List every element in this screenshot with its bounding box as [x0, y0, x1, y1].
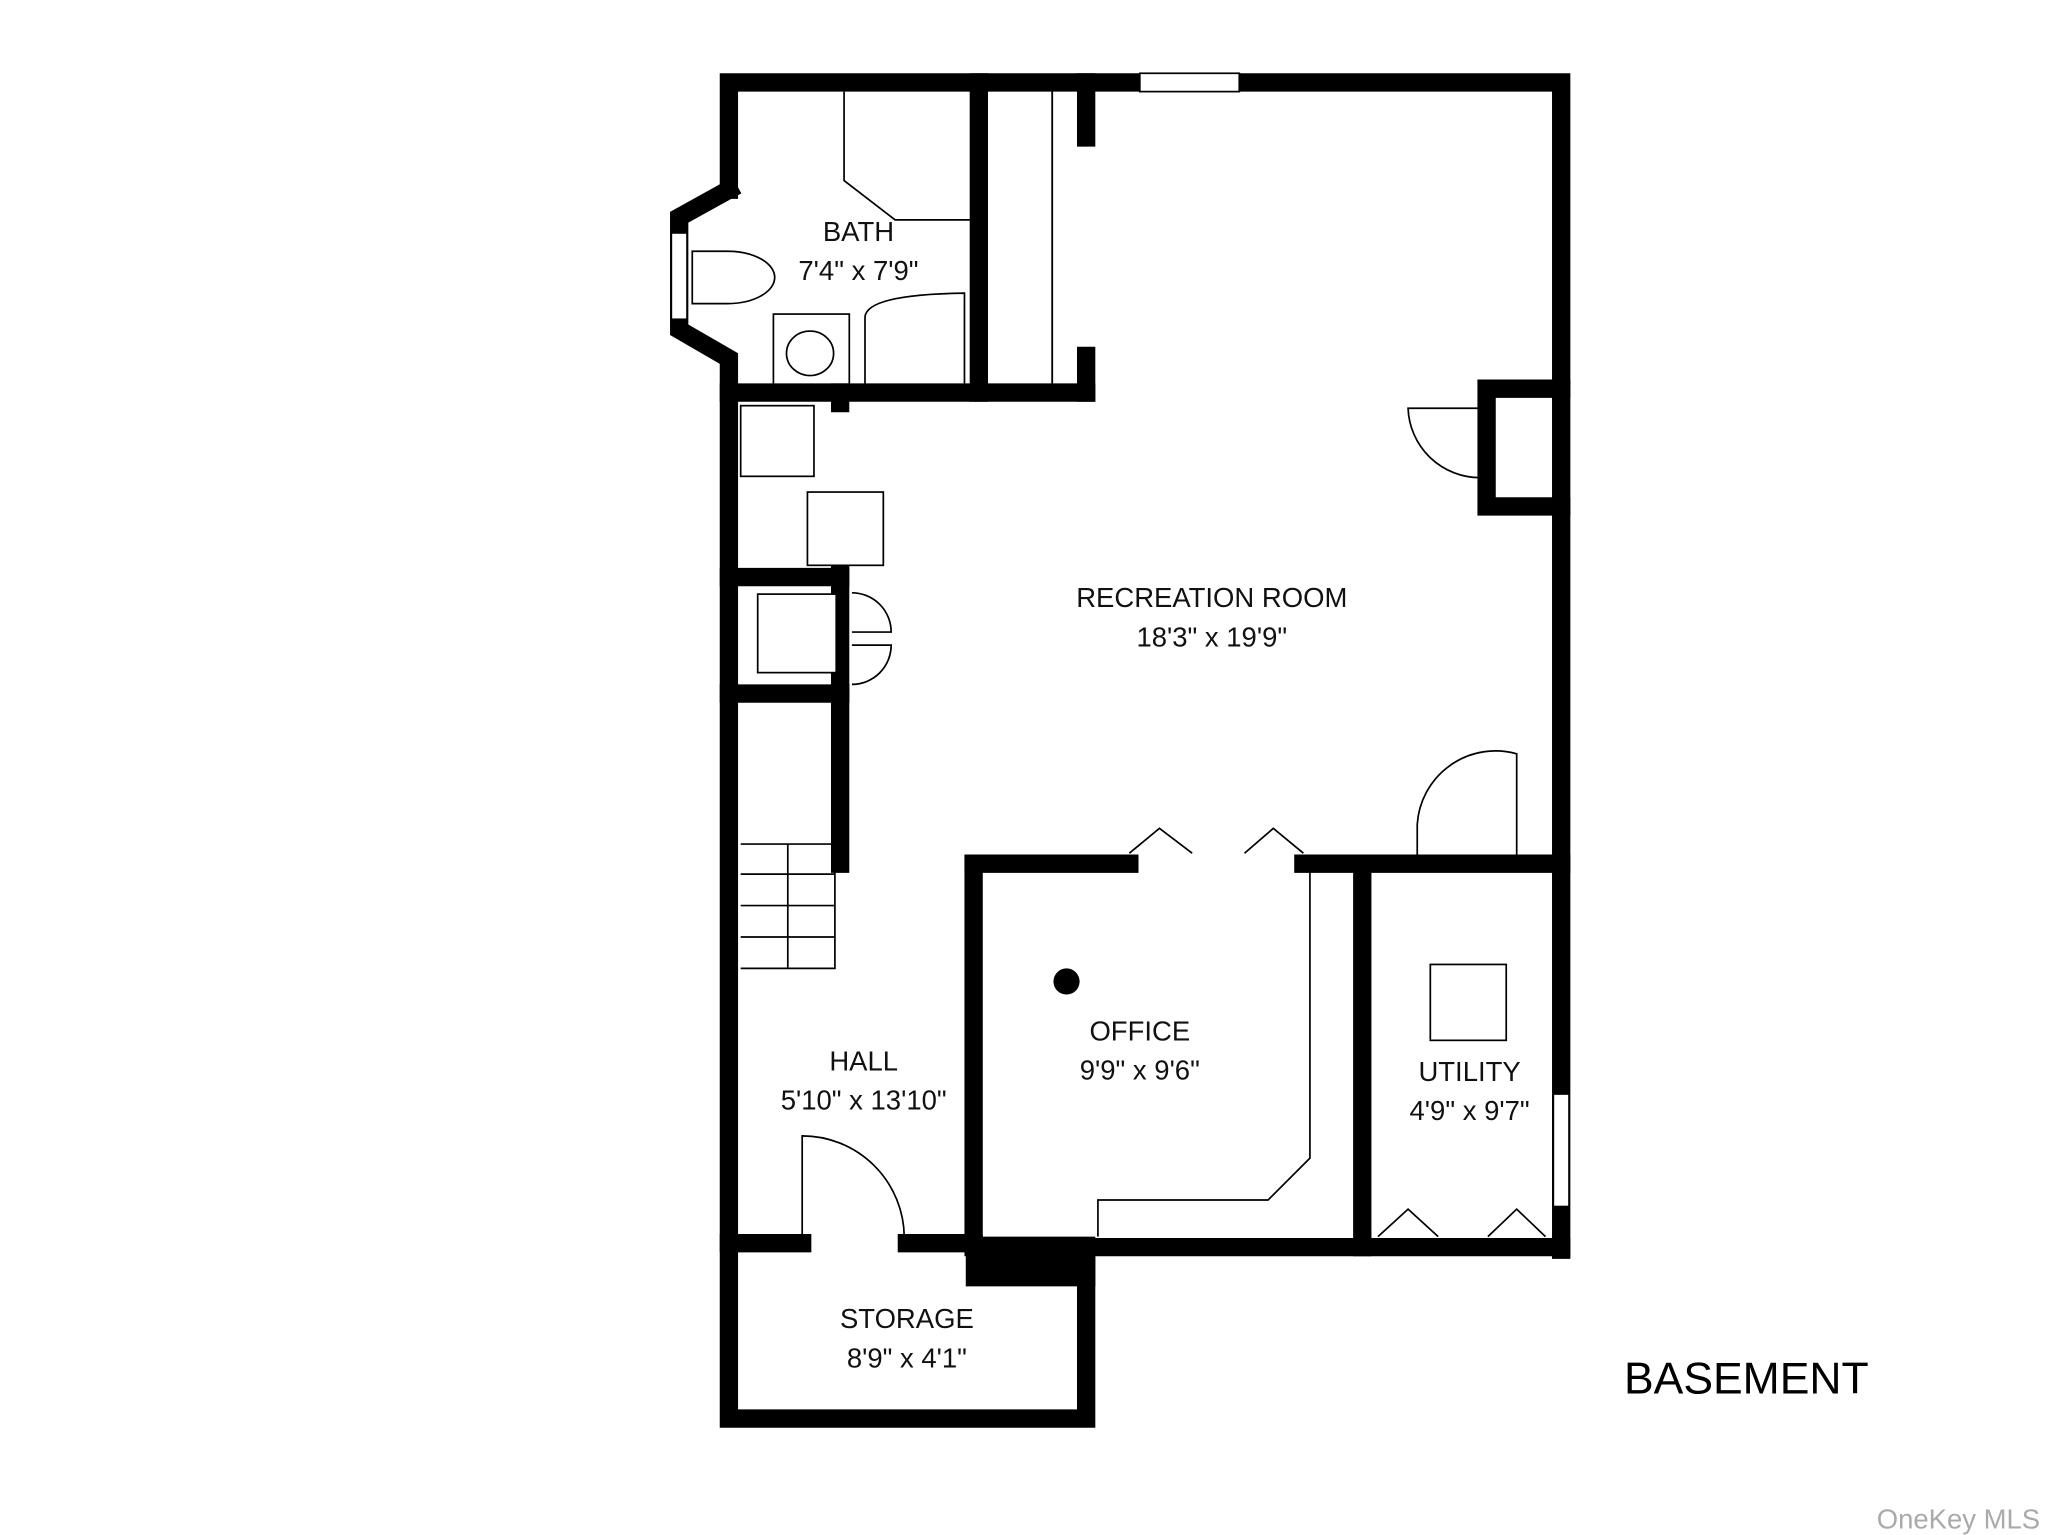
walls [670, 73, 1571, 1428]
room-name: HALL [829, 1045, 898, 1076]
floor-title: BASEMENT [1624, 1355, 1869, 1404]
room-labels: BATH 7'4" x 7'9" RECREATION ROOM 18'3" x… [781, 216, 1530, 1374]
room-dimensions: 18'3" x 19'9" [1136, 621, 1287, 652]
stairs [740, 843, 836, 970]
pole [1053, 968, 1080, 995]
room-dimensions: 9'9" x 9'6" [1080, 1055, 1200, 1086]
room-dimensions: 5'10" x 13'10" [781, 1085, 947, 1116]
room-name: UTILITY [1418, 1056, 1520, 1087]
room-dimensions: 8'9" x 4'1" [847, 1342, 967, 1373]
sink [772, 313, 851, 389]
appliance [756, 593, 838, 674]
room-name: BATH [823, 216, 894, 247]
door [801, 1135, 906, 1237]
window [1552, 1093, 1570, 1208]
room-name: STORAGE [840, 1303, 974, 1334]
door [1416, 750, 1518, 858]
door [1407, 407, 1481, 479]
room-dimensions: 7'4" x 7'9" [798, 255, 918, 286]
bifold-door [1128, 827, 1304, 854]
room-name: OFFICE [1089, 1015, 1190, 1046]
washer [806, 491, 885, 567]
window [1138, 72, 1241, 93]
window [670, 232, 688, 321]
toilet [691, 250, 776, 305]
water-heater [1429, 963, 1508, 1042]
room-dimensions: 4'9" x 9'7" [1410, 1095, 1530, 1126]
fixtures [670, 72, 1570, 1238]
door [864, 292, 966, 388]
laundry-sink [739, 404, 815, 478]
shower [843, 91, 972, 221]
watermark: OneKey MLS [1877, 1503, 2040, 1534]
room-name: RECREATION ROOM [1076, 582, 1347, 613]
